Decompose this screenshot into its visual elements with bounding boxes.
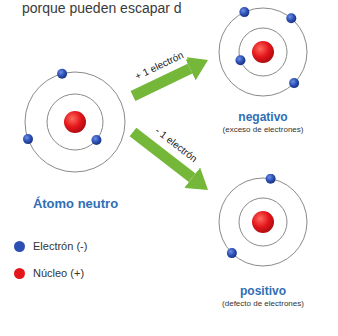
- electron: [23, 134, 33, 144]
- electron-orbit: [219, 8, 307, 96]
- electron-orbit: [25, 72, 125, 172]
- electron-orbit: [239, 28, 287, 76]
- electron-orbit: [219, 178, 307, 266]
- electron: [91, 135, 101, 145]
- atom-node: negativo(exceso de electrones): [208, 4, 318, 138]
- nucleus: [252, 41, 274, 63]
- atom-illustration: [18, 64, 133, 179]
- atom-label: (defecto de electrones): [222, 299, 304, 308]
- atom-label: negativo: [238, 111, 287, 125]
- legend-row: Electrón (-): [14, 239, 87, 253]
- page-text: porque pueden escapar d: [22, 1, 182, 16]
- atom-text-box: Átomo neutro: [18, 64, 133, 212]
- electron-orbit: [239, 198, 287, 246]
- atom-illustration: [208, 4, 318, 103]
- electron-orbit: [47, 94, 103, 150]
- atom-label: (exceso de electrones): [223, 125, 304, 134]
- atom-text-box: positivo(defecto de electrones): [208, 174, 318, 308]
- legend-swatch: [14, 241, 25, 252]
- atom-label: positivo: [240, 285, 286, 299]
- electron: [289, 78, 299, 88]
- nucleus: [252, 211, 274, 233]
- atom-label: Átomo neutro: [33, 197, 118, 212]
- legend: Electrón (-) Núcleo (+): [14, 239, 87, 293]
- legend-text: Núcleo (+): [33, 267, 84, 279]
- electron: [286, 13, 296, 23]
- nucleus: [64, 111, 86, 133]
- electron: [227, 248, 237, 258]
- electron: [57, 69, 67, 79]
- atom-illustration: [208, 174, 318, 273]
- legend-text: Electrón (-): [33, 240, 87, 252]
- electron: [239, 7, 249, 17]
- atom-node: positivo(defecto de electrones): [208, 174, 318, 312]
- legend-row: Núcleo (+): [14, 266, 87, 280]
- atom-text-box: negativo(exceso de electrones): [208, 4, 318, 134]
- electron: [235, 55, 245, 65]
- atom-node: Átomo neutro: [18, 64, 133, 216]
- legend-swatch: [14, 268, 25, 279]
- electron: [266, 174, 276, 184]
